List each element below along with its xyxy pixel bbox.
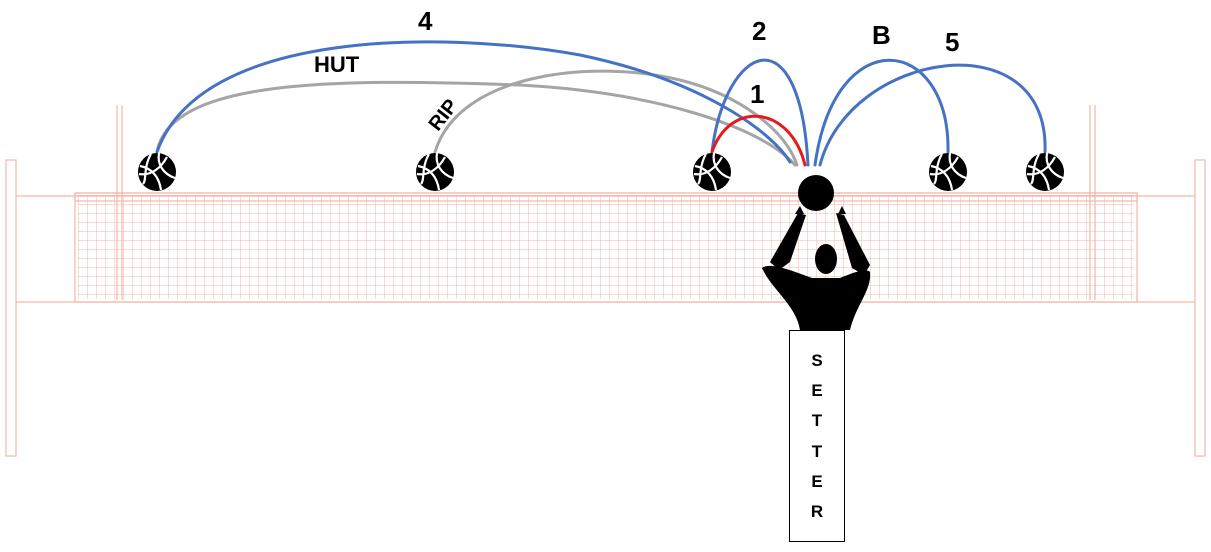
label-set-hut: HUT [314,52,360,77]
setter-ball-icon [798,175,834,211]
label-set-1: 1 [750,79,764,109]
net-mesh [78,195,1134,299]
setter-letter: S [811,351,823,371]
setter-letter: T [811,441,823,461]
trajectory-4 [155,40,792,164]
trajectory-b [813,58,950,167]
volleyball-icon [1026,152,1064,191]
volleyball-icon [693,152,731,191]
label-set-b: B [872,20,891,50]
trajectory-hut [155,80,797,167]
right-net-post [1194,159,1206,457]
setter-silhouette-icon [762,206,871,330]
volleyball-net [5,105,1206,457]
setter-letter: E [811,471,823,491]
label-set-rip: RIP [425,95,463,135]
setter-letter: T [811,411,823,431]
volleyball-icon [138,152,176,191]
trajectory-1 [710,114,807,167]
trajectory-5 [818,63,1047,167]
trajectory-2 [710,58,810,167]
label-set-5: 5 [945,27,959,57]
label-set-2: 2 [752,16,766,46]
label-set-4: 4 [418,6,433,36]
left-net-post [5,159,17,457]
volleyball-icon [929,152,967,191]
setter-label-box: S E T T E R [789,330,845,542]
setter-letter: R [810,501,824,521]
setter-letter: E [811,381,823,401]
set-trajectories [155,40,1047,167]
volleyball-icon [416,152,454,191]
